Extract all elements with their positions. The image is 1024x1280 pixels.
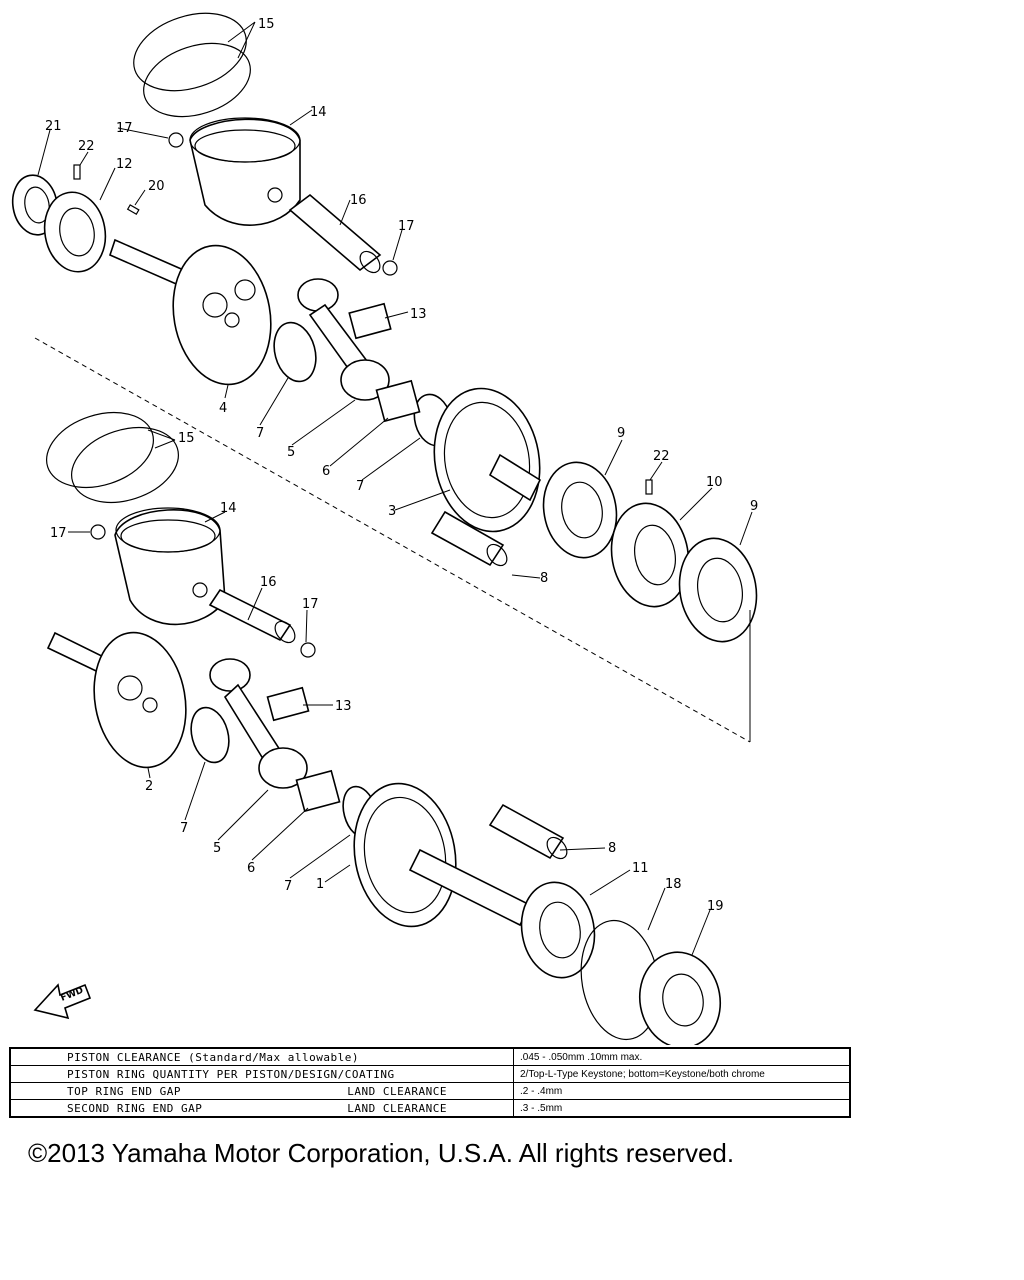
- crank-web-1: [353, 782, 532, 928]
- callout-17-upper-left: 17: [116, 121, 133, 136]
- callout-15-lower: 15: [178, 431, 195, 446]
- callout-3: 3: [388, 504, 396, 519]
- piston-pin-upper: [288, 193, 382, 274]
- callout-17-upper-right: 17: [398, 219, 415, 234]
- spec-table: PISTON CLEARANCE (Standard/Max allowable…: [9, 1047, 851, 1118]
- piston-pin-lower: [208, 588, 296, 644]
- bearing-9-b: [678, 537, 758, 643]
- callout-9-a: 9: [617, 426, 625, 441]
- oil-seal-19: [638, 951, 722, 1045]
- callout-20: 20: [148, 179, 165, 194]
- crank-pin-upper: [430, 510, 508, 567]
- callout-19: 19: [707, 899, 724, 914]
- clip-upper-right: [382, 260, 398, 276]
- callout-22-lower: 22: [653, 449, 670, 464]
- callout-15-upper: 15: [258, 17, 275, 32]
- spec-value: 2/Top-L-Type Keystone; bottom=Keystone/b…: [513, 1065, 851, 1083]
- callout-16-lower: 16: [260, 575, 277, 590]
- dowel-pin-22-b: [645, 479, 653, 495]
- callout-4: 4: [219, 401, 227, 416]
- clip-lower-right: [300, 642, 316, 658]
- needle-bearing-6-upper: [375, 379, 421, 423]
- table-row: PISTON CLEARANCE (Standard/Max allowable…: [9, 1047, 851, 1066]
- callout-7-d: 7: [284, 879, 292, 894]
- spec-label: PISTON CLEARANCE (Standard/Max allowable…: [9, 1047, 514, 1066]
- callout-17-lower-left: 17: [50, 526, 67, 541]
- piston-lower: [114, 507, 226, 626]
- callout-1: 1: [316, 877, 324, 892]
- callout-9-b: 9: [750, 499, 758, 514]
- callout-5-lower: 5: [213, 841, 221, 856]
- spec-label: PISTON RING QUANTITY PER PISTON/DESIGN/C…: [9, 1065, 514, 1083]
- callout-13-lower: 13: [335, 699, 352, 714]
- copyright-notice: ©2013 Yamaha Motor Corporation, U.S.A. A…: [28, 1138, 735, 1168]
- thrust-washer-lower-a: [190, 706, 230, 764]
- spec-value: .045 - .050mm .10mm max.: [513, 1047, 851, 1066]
- bearing-11: [520, 881, 596, 979]
- piston-rings-upper: [133, 12, 251, 118]
- callout-13-upper: 13: [410, 307, 427, 322]
- bearing-9-a: [542, 461, 618, 559]
- callout-7-b: 7: [356, 479, 364, 494]
- needle-bearing-13-lower: [266, 686, 310, 722]
- callout-14-lower: 14: [220, 501, 237, 516]
- callout-6-lower: 6: [247, 861, 255, 876]
- labyrinth-seal-10: [610, 502, 690, 608]
- spec-value: .2 - .4mm: [513, 1082, 851, 1100]
- callout-2: 2: [145, 779, 153, 794]
- fwd-arrow-icon: FWD: [33, 983, 92, 1020]
- table-row: PISTON RING QUANTITY PER PISTON/DESIGN/C…: [9, 1065, 851, 1083]
- callout-18: 18: [665, 877, 682, 892]
- callout-8-upper: 8: [540, 571, 548, 586]
- clip-upper-left: [168, 132, 184, 148]
- piston-upper: [189, 117, 301, 226]
- conrod-lower: [209, 658, 308, 789]
- callout-6-upper: 6: [322, 464, 330, 479]
- piston-rings-lower: [45, 412, 180, 503]
- dowel-pin-upper: [73, 164, 81, 180]
- callout-14-upper: 14: [310, 105, 327, 120]
- needle-bearing-13-upper: [348, 302, 392, 340]
- leader-lines: [37, 21, 753, 956]
- callout-7-a: 7: [256, 426, 264, 441]
- clip-lower-left: [90, 524, 106, 540]
- thrust-washer-upper-a: [273, 321, 317, 383]
- crank-web-3: [433, 387, 542, 533]
- callout-7-c: 7: [180, 821, 188, 836]
- bearing-12: [43, 191, 107, 273]
- crank-web-2: [46, 631, 187, 769]
- callout-16-upper: 16: [350, 193, 367, 208]
- callout-22-upper: 22: [78, 139, 95, 154]
- callout-8-lower: 8: [608, 841, 616, 856]
- spec-value: .3 - .5mm: [513, 1099, 851, 1118]
- crank-web-4: [109, 238, 272, 386]
- separator-line: [34, 337, 751, 743]
- callout-21: 21: [45, 119, 62, 134]
- exploded-crankshaft-diagram: FWD: [11, 12, 758, 1045]
- callout-5-upper: 5: [287, 445, 295, 460]
- callouts: 15 14 21 17 22 12 20 16 17 13 4 7 5 6 7 …: [45, 17, 758, 914]
- crank-pin-lower: [488, 803, 568, 860]
- needle-bearing-6-lower: [295, 769, 341, 813]
- callout-10: 10: [706, 475, 723, 490]
- callout-11: 11: [632, 861, 649, 876]
- key-20: [126, 204, 140, 216]
- callout-17-lower-right: 17: [302, 597, 319, 612]
- callout-12: 12: [116, 157, 133, 172]
